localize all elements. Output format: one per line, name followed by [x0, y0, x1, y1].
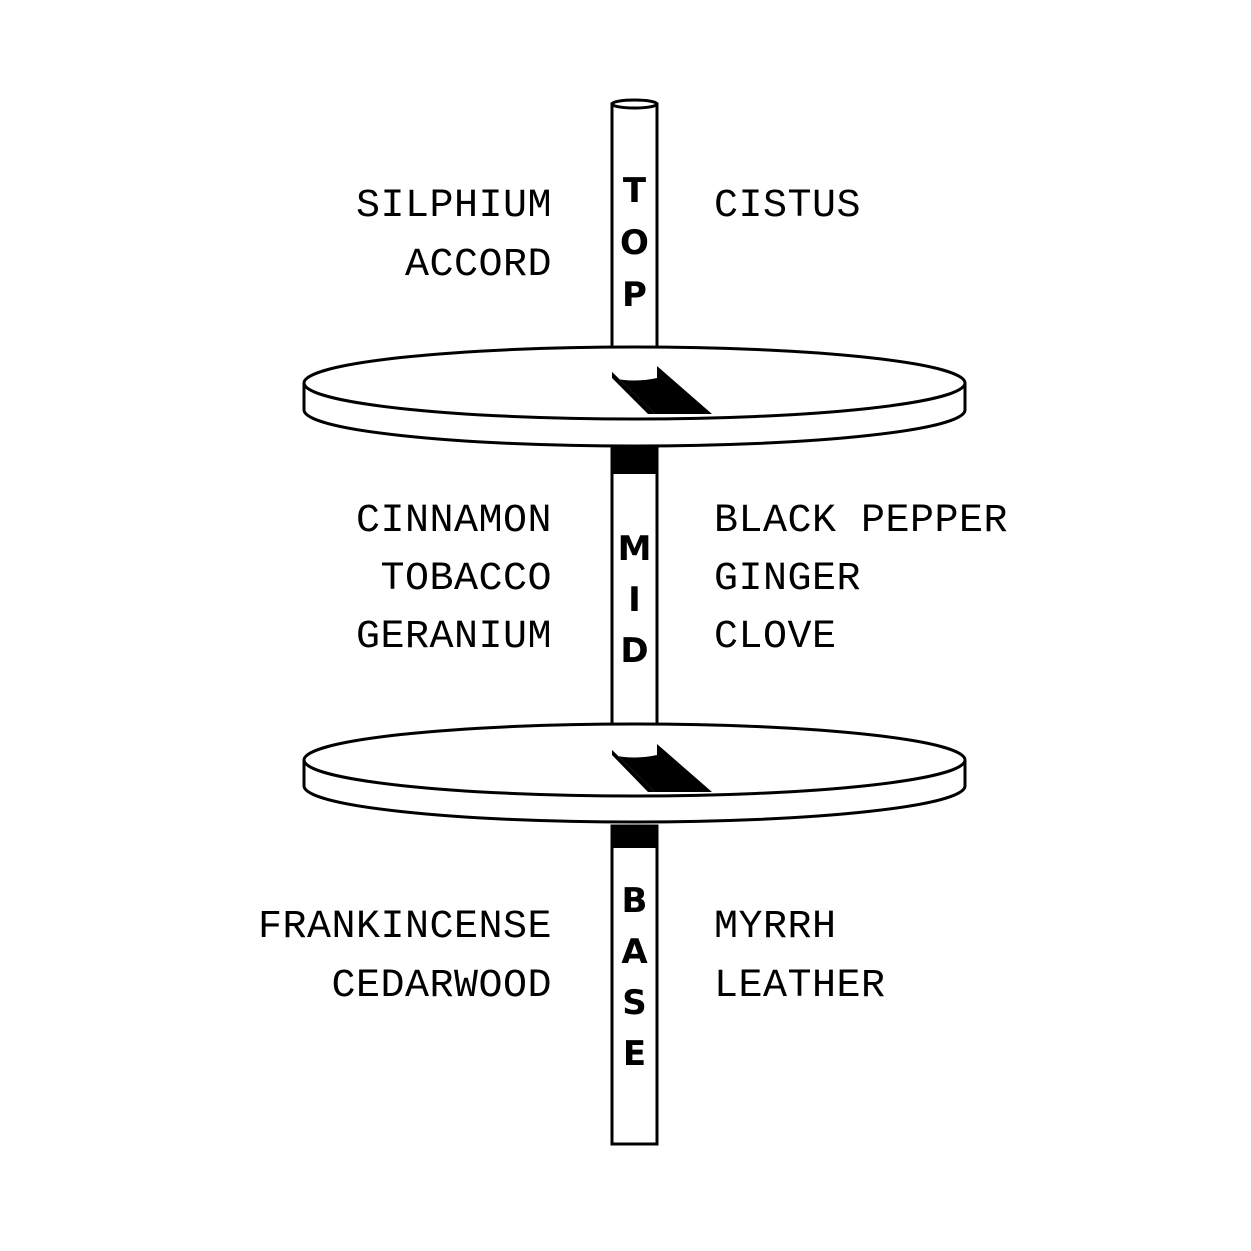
tier-label-letter: A [621, 932, 648, 972]
tier-label-letter: S [622, 983, 647, 1023]
tier-label-letter: P [622, 275, 647, 315]
mid-left-notes: CINNAMON TOBACCO GERANIUM [356, 499, 552, 660]
base-pole [610, 824, 659, 1146]
note-text: CISTUS [714, 184, 861, 229]
mid-pole [610, 446, 659, 757]
upper-disc [302, 345, 967, 448]
tier-label-mid: MID [618, 529, 652, 671]
tier-label-letter: D [620, 631, 648, 671]
note-text: GINGER [714, 557, 861, 602]
note-text: SILPHIUM [356, 184, 552, 229]
note-text: LEATHER [714, 964, 886, 1009]
base-left-notes: FRANKINCENSE CEDARWOOD [258, 905, 552, 1009]
tier-label-letter: I [628, 580, 641, 620]
note-text: TOBACCO [380, 557, 552, 602]
top-right-notes: CISTUS [714, 184, 861, 229]
tier-label-letter: M [618, 529, 652, 569]
tier-label-letter: T [623, 171, 647, 211]
tier-label-letter: B [622, 881, 648, 921]
top-left-notes: SILPHIUM ACCORD [356, 184, 552, 288]
note-text: BLACK PEPPER [714, 499, 1008, 544]
tier-label-letter: O [620, 223, 649, 263]
tier-label-top: TOP [620, 171, 649, 315]
note-text: GERANIUM [356, 615, 552, 660]
base-right-notes: MYRRH LEATHER [714, 905, 886, 1009]
note-text: CINNAMON [356, 499, 552, 544]
note-text: CLOVE [714, 615, 837, 660]
note-text: MYRRH [714, 905, 837, 950]
top-pole [610, 98, 659, 380]
note-text: CEDARWOOD [331, 964, 552, 1009]
mid-right-notes: BLACK PEPPER GINGER CLOVE [714, 499, 1008, 660]
note-text: ACCORD [405, 243, 552, 288]
note-text: FRANKINCENSE [258, 905, 552, 950]
lower-disc [302, 722, 967, 824]
tier-label-letter: E [623, 1034, 646, 1074]
